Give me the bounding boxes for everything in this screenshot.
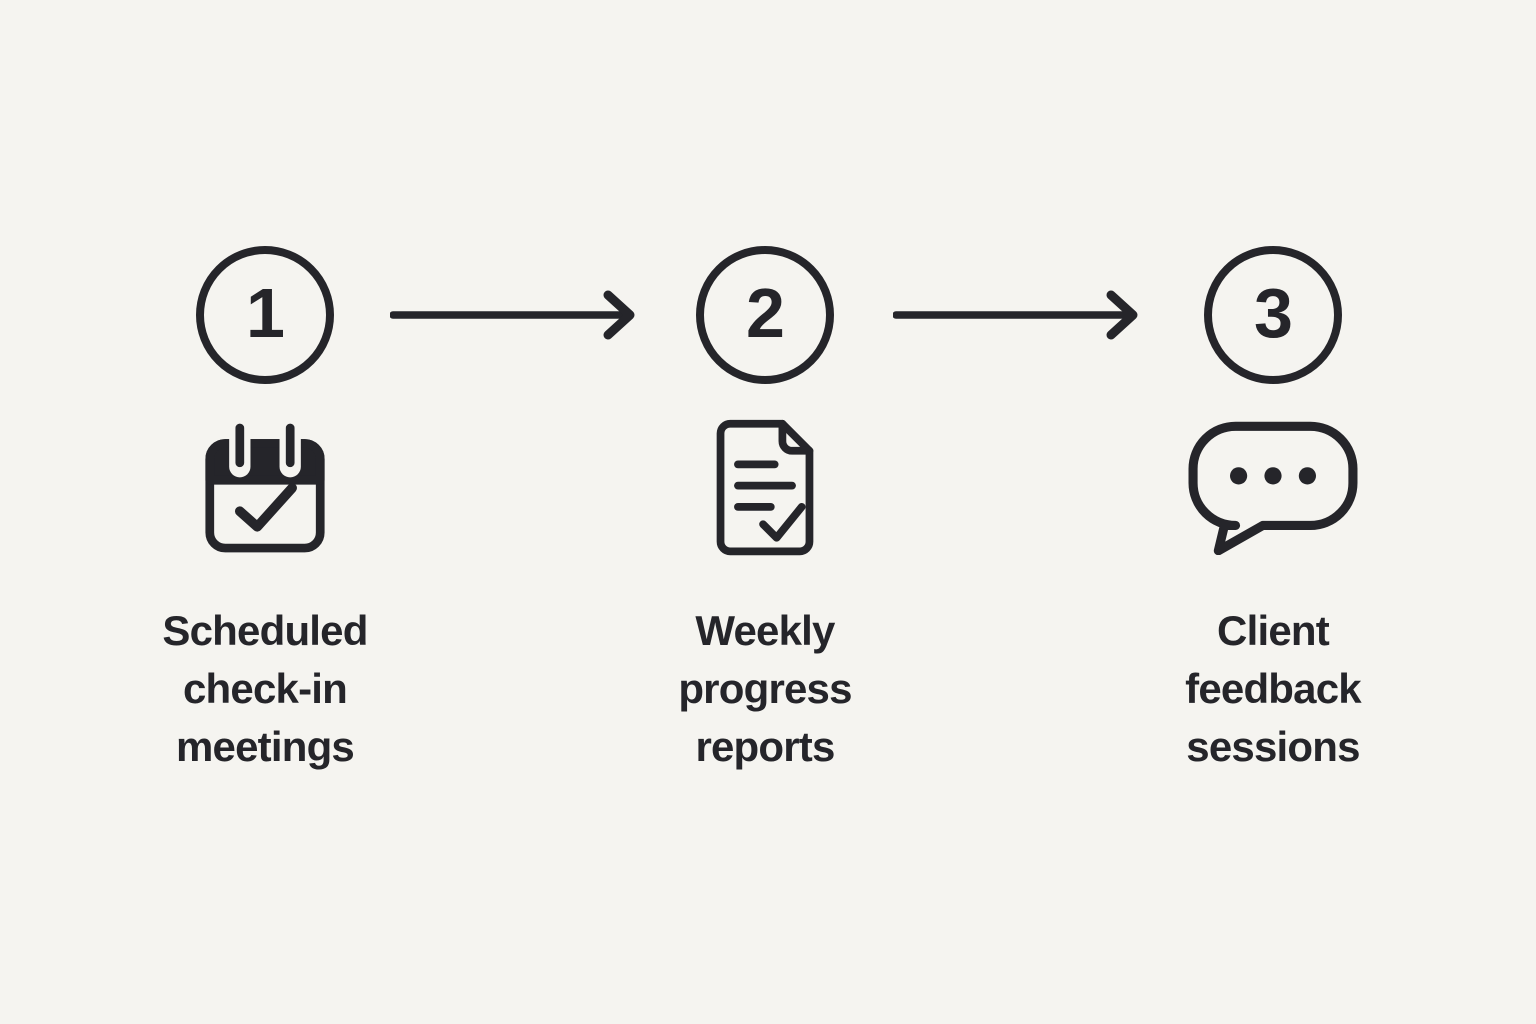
step-number: 1 bbox=[246, 274, 285, 352]
step-icon-wrap bbox=[703, 418, 827, 558]
step-2: 2 Weekly progress reports bbox=[565, 246, 965, 776]
step-1: 1 Scheduled check-in meetings bbox=[65, 246, 465, 776]
step-icon-wrap bbox=[1188, 418, 1358, 558]
document-check-icon bbox=[716, 419, 814, 555]
step-number-circle: 3 bbox=[1204, 246, 1342, 384]
step-number: 3 bbox=[1254, 274, 1293, 352]
step-label: Scheduled check-in meetings bbox=[162, 607, 368, 770]
step-3: 3 Client feedback sessions bbox=[1073, 246, 1473, 776]
step-number: 2 bbox=[746, 274, 785, 352]
step-label: Weekly progress reports bbox=[678, 607, 852, 770]
calendar-check-icon bbox=[205, 423, 325, 553]
step-label: Client feedback sessions bbox=[1185, 607, 1362, 770]
step-icon-wrap bbox=[203, 418, 327, 558]
step-number-circle: 1 bbox=[196, 246, 334, 384]
arrow-right-icon bbox=[390, 290, 635, 340]
arrow-right-icon bbox=[893, 290, 1138, 340]
step-number-circle: 2 bbox=[696, 246, 834, 384]
speech-bubble-icon bbox=[1188, 421, 1358, 555]
